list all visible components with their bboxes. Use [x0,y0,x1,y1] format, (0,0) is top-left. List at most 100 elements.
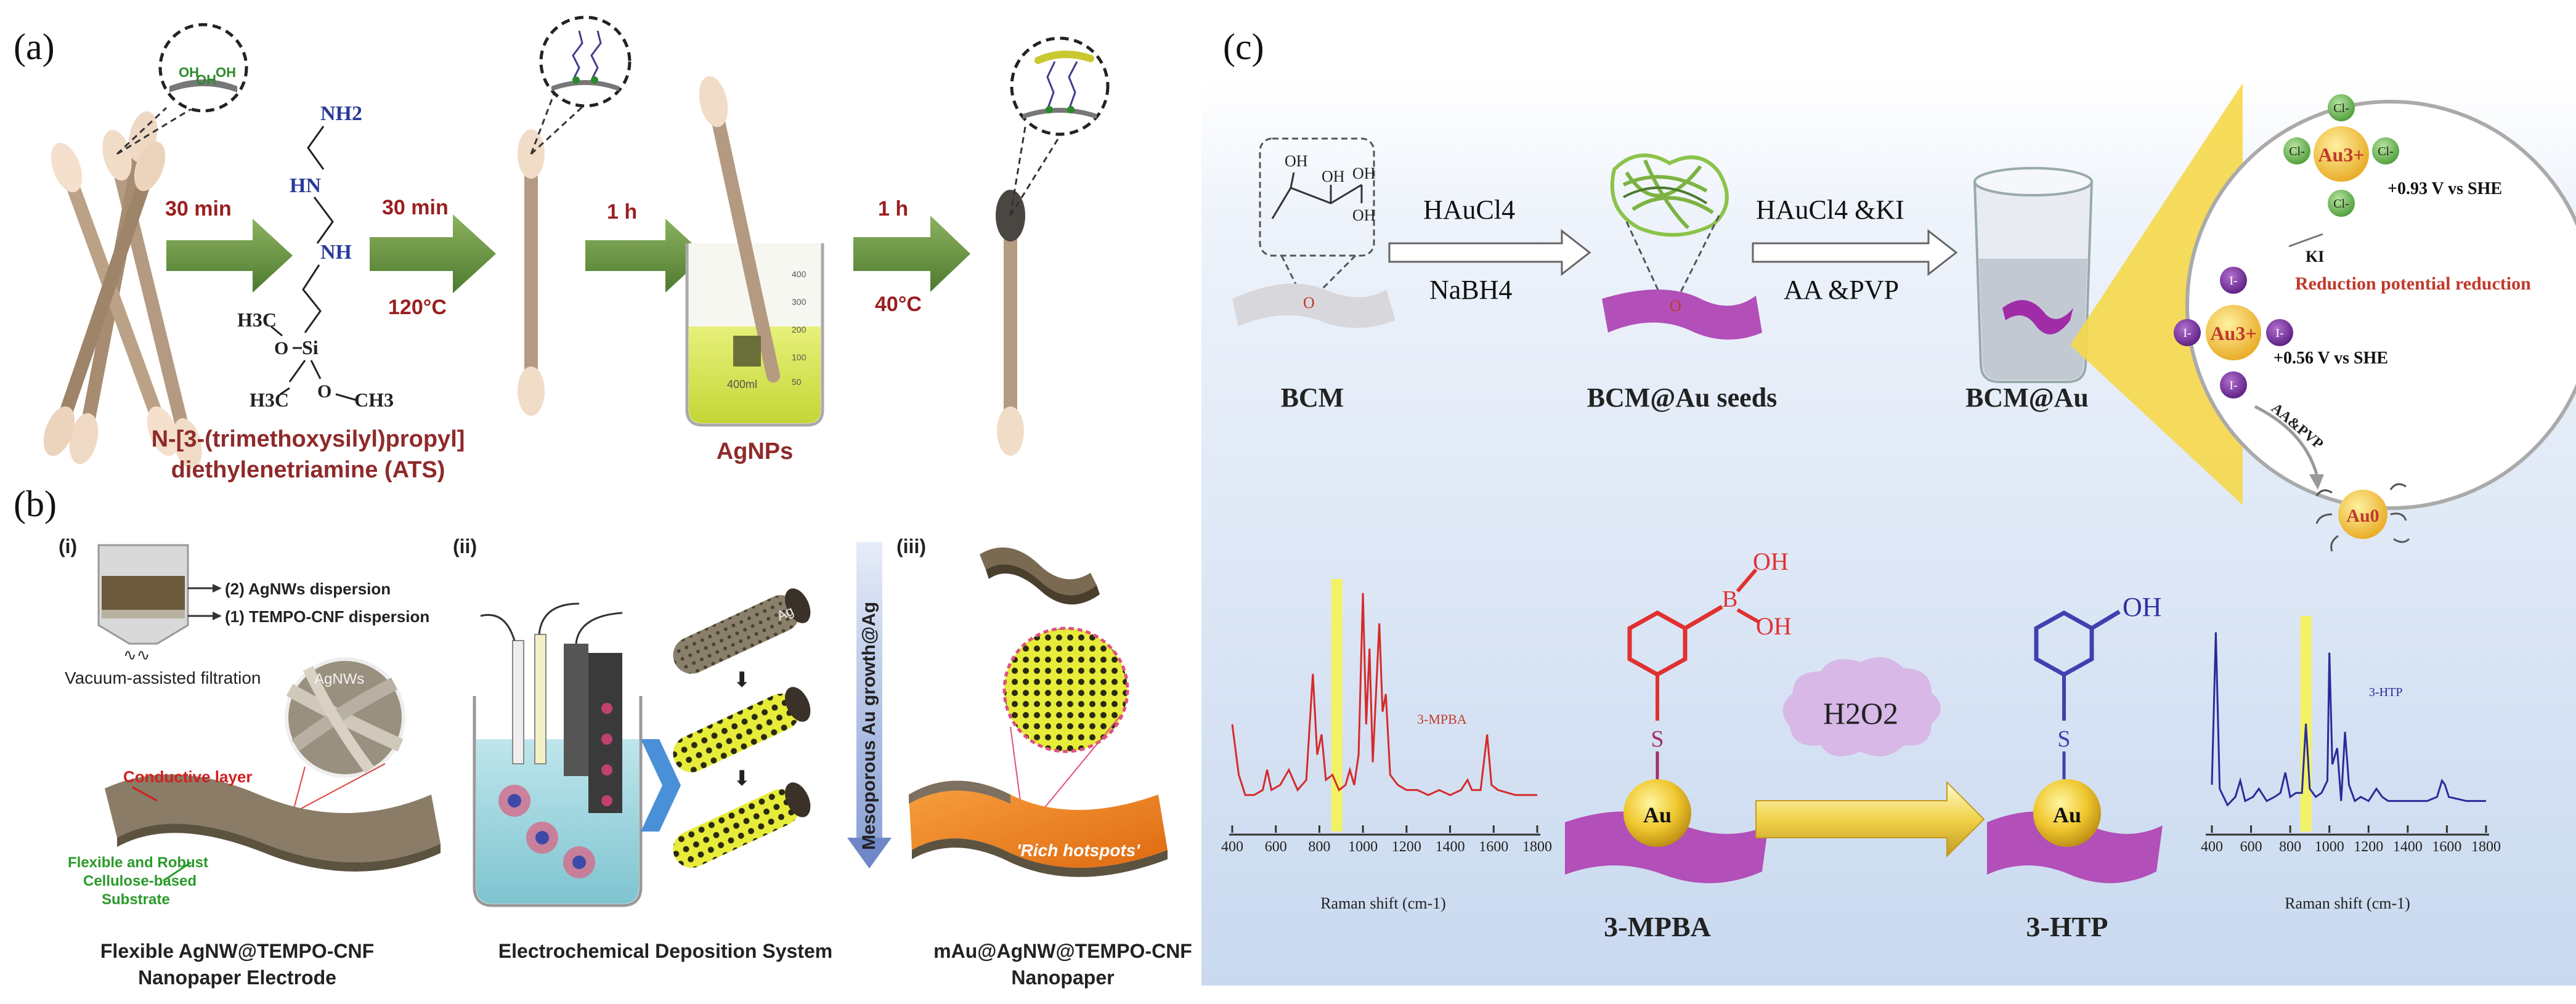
sub-label-i: (i) [59,535,77,557]
htp-chart-title: 3-HTP [2369,686,2402,699]
bcm-oh-4: OH [1352,206,1376,224]
beaker-mark-50: 50 [792,377,802,387]
mol-nh: NH [320,241,352,264]
caption-iii-line1: mAu@AgNW@TEMPO-CNF [933,940,1192,962]
i-ion-left: I- [2183,326,2191,340]
step-arrow-4: 1 h 40°C [853,197,970,316]
potential-label-2: +0.56 V vs SHE [2273,349,2388,368]
beaker-mark-400: 400 [792,269,807,279]
mpba-highlight-band [1331,579,1343,832]
mpba-label: 3-MPBA [1604,911,1711,942]
mol-o-left: O [274,338,288,358]
aa-pvp-label: AA &PVP [1784,275,1899,305]
potential-label-1: +0.93 V vs SHE [2387,179,2502,198]
bcm-au-seeds: O BCM@Au seeds [1587,153,1778,413]
agnws-zoom-label: AgNWs [314,671,364,687]
growth-label: Mesoporous Au growth@Ag [859,602,879,850]
hauc14-ki-label: HAuCl4 &KI [1756,195,1904,225]
htp-tick-label: 1200 [2354,839,2383,855]
ki-label: KI [2306,248,2324,265]
i-ion-bottom: I- [2229,379,2237,392]
electrochemical-cell: Electrochemical Deposition System [473,602,832,962]
agnws-dispersion-label: (2) AgNWs dispersion [225,580,391,598]
mpba-spectrum-line [1231,593,1537,796]
step-3-time: 1 h [607,200,637,224]
bcm-o-marker: O [1303,294,1315,312]
cotton-swab-ats [518,15,632,416]
cell-to-wire-arrow [641,739,681,832]
h2o2-cloud: H2O2 [1782,657,1941,756]
mpba-tick-label: 400 [1221,839,1243,855]
i-ion-top: I- [2229,274,2237,288]
mau-nanopaper: 'Rich hotspots' mAu@AgNW@TEMPO-CNF Nanop… [909,547,1192,989]
step-2-temp: 120°C [388,296,447,319]
agnws-zoom-circle: AgNWs [285,657,405,814]
mpba-tick-label: 1400 [1436,839,1465,855]
au0-label: Au0 [2346,506,2379,526]
mol-o-bottom: O [317,381,331,402]
au3-ion-top [2314,126,2369,182]
bcm-label: BCM [1281,383,1344,413]
mpba-oh-1: OH [1753,548,1789,575]
cl-ion-left: Cl- [2289,145,2305,158]
agnps-label: AgNPs [717,439,794,464]
bcm-seeds-label: BCM@Au seeds [1587,383,1778,413]
bcm-au-beaker: BCM@Au [1965,167,2093,413]
panel-b-label: (b) [14,484,57,524]
panel-a: (a) OH OH OH 30 [14,15,1110,483]
beaker-mark-100: 100 [792,352,807,362]
substrate-label-2: Cellulose-based [83,873,197,889]
svg-text:∿∿: ∿∿ [123,646,150,664]
svg-text:OH: OH [196,72,216,87]
cl-ion-right: Cl- [2378,145,2394,158]
beaker-mark-200: 200 [792,325,807,334]
svg-text:OH: OH [216,65,236,80]
bcm-sheet: OH OH OH OH O BCM [1232,137,1396,413]
zoom-cone [2070,83,2243,505]
mechanism-circle: Au3+ Cl- Cl- Cl- Cl- +0.93 V vs SHE KI R… [2174,94,2576,552]
mpba-sulfur: S [1651,726,1664,752]
mpba-tick-label: 1600 [1479,839,1508,855]
mpba-molecule: B OH OH S Au 3-MPBA [1565,548,1792,942]
htp-tick-label: 400 [2201,839,2223,855]
htp-molecule: OH S Au 3-HTP [1987,592,2163,942]
htp-xlabel: Raman shift (cm-1) [2285,894,2410,912]
svg-text:OH: OH [179,65,199,80]
au3-label-top: Au3+ [2318,144,2364,166]
htp-tick-label: 1600 [2432,839,2461,855]
mpba-tick-label: 800 [1308,839,1330,855]
au3-ion-middle [2206,305,2261,360]
mol-nh2: NH2 [320,102,362,125]
growth-arrow: Mesoporous Au growth@Ag [847,542,892,868]
rich-hotspots-label: 'Rich hotspots' [1017,841,1140,860]
panel-c: (c) OH OH OH OH O BCM HAuCl4 NaBH4 [1201,26,2576,986]
step-2-time: 30 min [382,196,449,219]
zoom-circle-oh-surface: OH OH OH [116,23,248,155]
cl-ion-top: Cl- [2333,102,2349,115]
conductive-sheet: Conductive layer Flexible and Robust Cel… [68,767,441,989]
mol-si: Si [302,336,319,358]
htp-spectrum-line [2211,632,2486,807]
arrow-au-growth: HAuCl4 &KI AA &PVP [1752,195,1958,305]
ats-molecule: NH2 HN NH H3C Si O O H3C CH3 N-[3-(trime… [152,102,465,483]
htp-tick-label: 1400 [2393,839,2423,855]
step-4-temp: 40°C [875,293,922,316]
mpba-chart-title: 3-MPBA [1417,711,1467,727]
agnps-beaker: 400 300 200 100 50 400ml AgNPs [685,76,824,464]
htp-oh: OH [2123,592,2162,622]
sub-label-iii: (iii) [896,535,926,557]
svg-text:⬇: ⬇ [733,668,751,692]
htp-label: 3-HTP [2026,911,2108,942]
step-arrow-1: 30 min [165,197,293,293]
panel-b: (b) (i) (ii) (iii) ∿∿ (2) AgNWs dispersi… [14,484,1192,989]
beaker-mark-300: 300 [792,297,807,307]
panel-c-label: (c) [1223,26,1264,67]
tempo-cnf-dispersion-label: (1) TEMPO-CNF dispersion [225,607,429,626]
step-arrow-2: 30 min 120°C [370,196,496,319]
htp-tick-label: 1800 [2471,839,2501,855]
mpba-boron: B [1722,586,1737,612]
caption-iii-line2: Nanopaper [1011,966,1114,989]
